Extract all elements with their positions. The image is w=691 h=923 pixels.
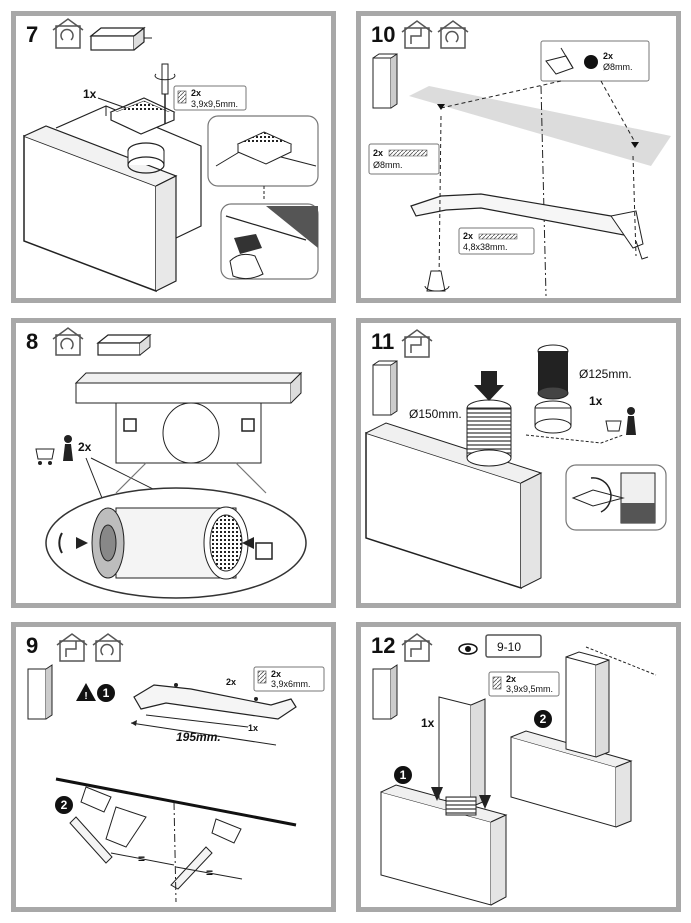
recirculation-mode-icon [437,20,469,49]
quantity-label: 2x [78,440,92,454]
chimney-icon [27,664,53,720]
recirculation-mode-icon [52,18,84,49]
step-badge-1 [97,684,115,702]
equal-distance-left: = [138,852,145,866]
screw-size: 3,9x6mm. [271,679,311,689]
step-7-illustration: 1x 2x 3,9x9,5mm. [23,18,319,293]
screw-qty: 2x [506,674,516,684]
hood-top [74,371,303,464]
duct-125-label: Ø125mm. [579,367,632,381]
svg-text:!: ! [84,691,87,702]
warning-icon: ! [76,683,96,702]
screw-size: 3,9x9,5mm. [191,99,238,109]
step-10-panel: 10 2x Ø8mm. [356,11,681,303]
reference-box [485,634,542,658]
chimney-icon [372,360,398,416]
step-number: 12 [371,633,396,658]
hood-front [380,696,508,906]
drill-qty: 2x [603,51,613,61]
screw-callout: 2x 3,9x6mm. [253,666,325,692]
screw-qty: 2x [191,88,201,98]
clamp-detail [565,464,667,531]
screw-size: 4,8x38mm. [463,242,508,252]
step-9-panel: 9 ! 1 2x [11,622,336,912]
screwdriver-icon [424,270,450,292]
carbon-filter-icon [89,26,152,51]
screwdriver-icon [154,63,176,124]
distance-label: 195mm. [176,730,221,744]
step-9-illustration: ! 1 2x 2x 3,9x6mm. 195mm. 1x 2 [27,633,325,903]
plug-qty: 2x [373,148,383,158]
screw-qty: 2x [271,669,281,679]
latch-detail [220,203,319,280]
sub-step-2: 2 [540,712,547,726]
chimney-icon [372,53,398,109]
recirculation-mode-icon [52,327,84,356]
hood-body [23,105,202,293]
screw-quantity: 2x [226,677,236,687]
step-12-panel: 12 9-10 2x 3,9x9,5mm. [356,622,681,912]
reference-steps: 9-10 [497,640,521,654]
hood-assembled [510,646,657,828]
step-11-illustration: Ø150mm. Ø125mm. 1x [365,329,667,590]
step-8-illustration: 2x [35,327,307,599]
wall-plug-callout: 2x Ø8mm. [368,143,440,175]
drill-size: Ø8mm. [603,62,633,72]
quantity-label: 1x [421,716,435,730]
duct-150-label: Ø150mm. [409,407,462,421]
filter-quantity-label: 1x [83,87,97,101]
screw-qty: 2x [463,231,473,241]
recirculation-mode-icon [92,633,124,662]
ducted-mode-icon [401,633,433,662]
bracket-quantity: 1x [248,723,258,733]
step-7-panel: 7 [11,11,336,303]
step-number: 8 [26,329,39,354]
step-badge-2 [55,796,73,814]
step-number: 11 [371,329,395,354]
flexible-duct-150 [466,371,512,467]
sub-step-1: 1 [400,768,407,782]
motor-zoom-detail [45,462,307,599]
screw-callout: 2x 3,9x9,5mm. [173,85,247,111]
ceiling-line [55,777,297,827]
person-icon [35,435,73,465]
ducted-mode-icon [401,20,433,49]
detail-zoom [207,115,319,201]
bracket-assembly [133,683,297,728]
step-11-panel: 11 Ø150mm. [356,318,681,608]
equal-distance-right: = [206,866,213,880]
eye-icon [458,643,478,655]
step-badge-2 [534,710,552,728]
ceiling-brackets [69,786,242,890]
plug-size: Ø8mm. [373,160,403,170]
warning-step-number: 1 [103,686,110,700]
step-number: 10 [371,22,396,47]
flexible-duct-125 [534,344,572,434]
screw-size: 3,9x9,5mm. [506,684,553,694]
hood-body [365,422,543,590]
step-8-panel: 8 2x [11,318,336,608]
ducted-mode-icon [56,633,88,662]
step-badge-1 [394,766,412,784]
drill-callout: 2x Ø8mm. [540,40,650,82]
step-number: 9 [26,633,39,658]
screw-callout: 2x 3,9x9,5mm. [488,671,560,697]
step-10-illustration: 2x Ø8mm. 2x Ø8mm. 2x 4,8x38mm. [368,20,671,297]
carbon-filter [109,97,176,135]
ceiling-plane [409,86,671,166]
step-number: 7 [26,22,39,47]
step-12-illustration: 9-10 2x 3,9x9,5mm. 2 [372,633,657,906]
ducted-mode-icon [401,329,433,358]
quantity-label: 1x [589,394,603,408]
second-step-number: 2 [61,798,68,812]
screw-callout: 2x 4,8x38mm. [458,227,535,255]
chimney-icon [372,664,398,720]
carbon-filter-icon [96,333,152,356]
person-icon [605,407,636,435]
